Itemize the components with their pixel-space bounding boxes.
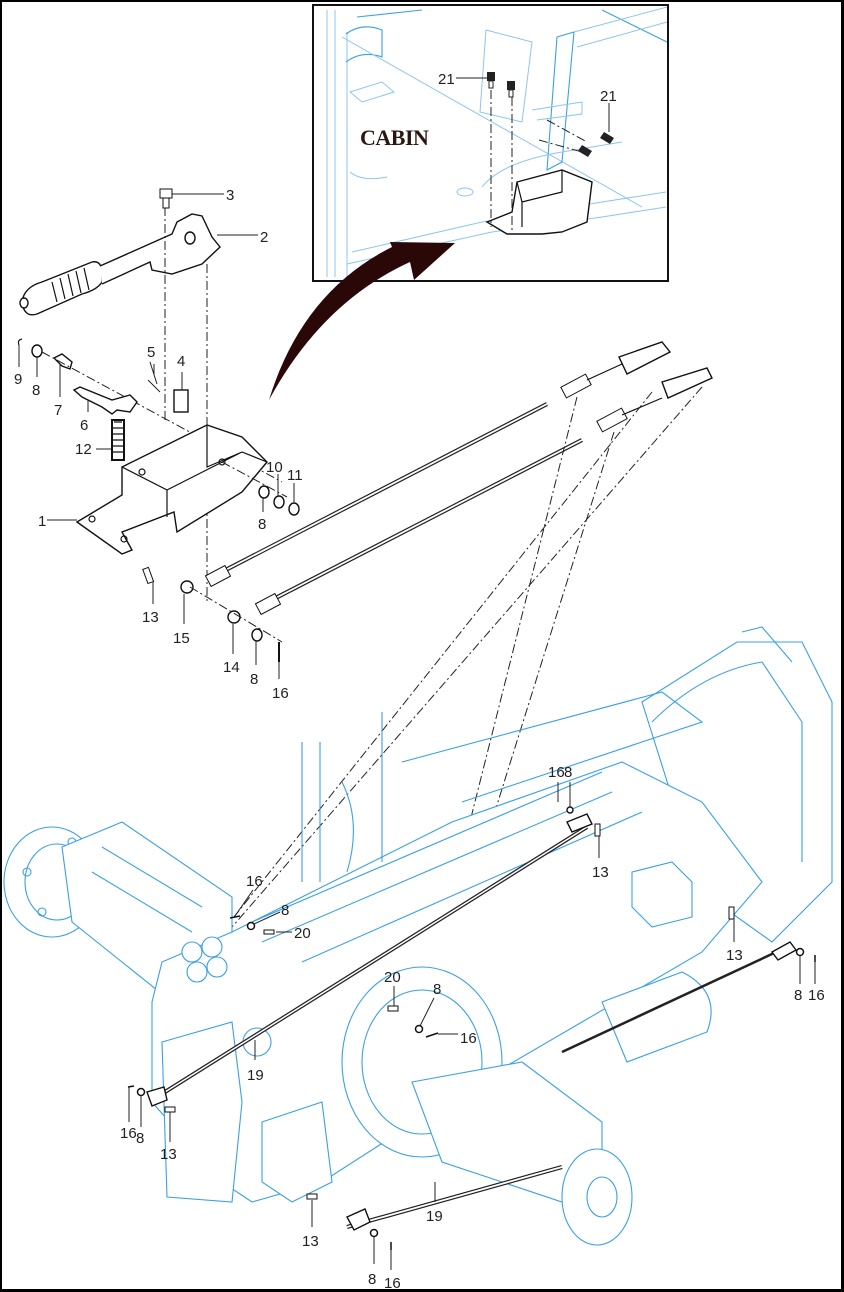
callout-16-bottom: 16 bbox=[384, 1275, 401, 1292]
bracket-in-cabin bbox=[485, 90, 593, 235]
callout-16-cable: 16 bbox=[272, 685, 289, 702]
callout-19-bottom: 19 bbox=[426, 1208, 443, 1225]
callout-8-top: 8 bbox=[32, 382, 40, 399]
callout-15: 15 bbox=[173, 630, 190, 647]
cabin-inset: CABIN 21 21 bbox=[312, 4, 669, 282]
callout-9: 9 bbox=[14, 371, 22, 388]
callout-4: 4 bbox=[177, 353, 185, 370]
callout-21-left: 21 bbox=[438, 71, 455, 88]
callout-13-right: 13 bbox=[726, 947, 743, 964]
callout-5: 5 bbox=[147, 344, 155, 361]
callout-13-top-right: 13 bbox=[592, 864, 609, 881]
cabin-label: CABIN bbox=[360, 125, 429, 150]
brake-cables: 13 15 14 8 16 bbox=[142, 341, 713, 1013]
callout-6: 6 bbox=[80, 417, 88, 434]
callout-8-center: 8 bbox=[433, 981, 441, 998]
callout-16-center: 16 bbox=[460, 1030, 477, 1047]
callout-14: 14 bbox=[223, 659, 240, 676]
callout-8-cable: 8 bbox=[250, 671, 258, 688]
tractor-transmission bbox=[3, 626, 833, 1246]
callout-8-top-right: 8 bbox=[564, 764, 572, 781]
callout-8-left: 8 bbox=[281, 902, 289, 919]
callout-1: 1 bbox=[38, 513, 46, 530]
small-parts: 9 8 7 6 12 5 4 bbox=[14, 338, 283, 483]
cabin-frame-outline bbox=[326, 6, 668, 277]
brake-lever-assembly: 3 2 bbox=[19, 187, 268, 602]
callout-7: 7 bbox=[54, 402, 62, 419]
callout-10: 10 bbox=[266, 459, 283, 476]
callout-16-lower-left: 16 bbox=[120, 1125, 137, 1142]
callout-2: 2 bbox=[260, 229, 268, 246]
callout-8-right: 8 bbox=[794, 987, 802, 1004]
callout-8-bracket: 8 bbox=[258, 516, 266, 533]
callout-16-left: 16 bbox=[246, 873, 263, 890]
tractor-callouts: 16 8 13 16 8 20 20 8 16 19 13 bbox=[120, 764, 825, 1292]
curved-arrow bbox=[269, 242, 455, 400]
callout-8-lower-left: 8 bbox=[136, 1130, 144, 1147]
callout-16-right: 16 bbox=[808, 987, 825, 1004]
callout-3: 3 bbox=[226, 187, 234, 204]
callout-20-center: 20 bbox=[384, 969, 401, 986]
callout-13-bottom: 13 bbox=[302, 1233, 319, 1250]
callout-11: 11 bbox=[287, 467, 303, 484]
callout-12: 12 bbox=[75, 441, 92, 458]
lever-bracket: 1 8 10 11 bbox=[38, 424, 303, 555]
callout-19-upper: 19 bbox=[247, 1067, 264, 1084]
callout-13-cable: 13 bbox=[142, 609, 159, 626]
callout-21-right: 21 bbox=[600, 88, 617, 105]
callout-13-lower-left: 13 bbox=[160, 1146, 177, 1163]
callout-20-left: 20 bbox=[294, 925, 311, 942]
callout-8-bottom: 8 bbox=[368, 1271, 376, 1288]
callout-16-top-right: 16 bbox=[548, 764, 565, 781]
bolt-21 bbox=[487, 72, 614, 157]
